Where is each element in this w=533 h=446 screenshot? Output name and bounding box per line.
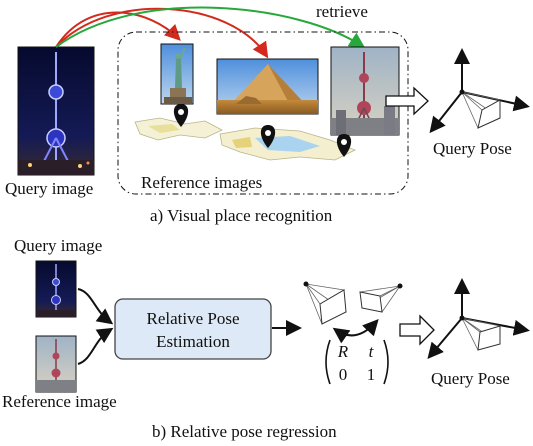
hollow-arrow-a bbox=[385, 86, 429, 116]
query-image-a bbox=[17, 46, 95, 176]
hollow-arrow-b bbox=[399, 314, 435, 346]
location-pin-2-icon bbox=[260, 125, 276, 148]
location-pin-3-icon bbox=[336, 134, 352, 157]
relative-transform-arrow bbox=[332, 319, 379, 344]
query-pose-label-b: Query Pose bbox=[431, 369, 510, 388]
reference-images-label: Reference images bbox=[141, 173, 262, 192]
query-pose-axes-b bbox=[427, 278, 530, 360]
retrieve-label: retrieve bbox=[316, 2, 368, 21]
reference-image-label-b: Reference image bbox=[2, 392, 117, 411]
matrix-r12: t bbox=[369, 342, 375, 361]
estimation-box-line2: Estimation bbox=[156, 332, 230, 351]
reference-image-statue bbox=[160, 43, 194, 105]
caption-b: b) Relative pose regression bbox=[152, 422, 337, 441]
query-image-label-a: Query image bbox=[5, 179, 93, 198]
matrix-r11: R bbox=[337, 342, 349, 361]
merge-arrow-reference bbox=[77, 327, 114, 365]
retrieve-arrow-green bbox=[55, 6, 366, 49]
query-pose-label-a: Query Pose bbox=[433, 139, 512, 158]
map-fragment-2 bbox=[219, 127, 356, 161]
matrix-r21: 0 bbox=[339, 365, 348, 384]
query-pose-axes-a bbox=[429, 48, 530, 134]
query-image-b bbox=[35, 260, 77, 318]
estimation-box-line1: Relative Pose bbox=[146, 309, 239, 328]
reference-image-b bbox=[35, 335, 77, 393]
pose-matrix: R t 0 1 bbox=[325, 339, 389, 385]
merge-arrow-query bbox=[77, 288, 114, 325]
camera-frustum-left-icon bbox=[303, 281, 347, 325]
reference-images-box bbox=[117, 31, 409, 195]
reference-image-tower-day bbox=[330, 46, 400, 136]
reference-image-pyramid bbox=[216, 58, 319, 115]
query-image-label-b: Query image bbox=[14, 236, 102, 255]
matrix-r22: 1 bbox=[367, 365, 376, 384]
location-pin-1-icon bbox=[173, 104, 189, 127]
map-fragment-1 bbox=[134, 117, 223, 141]
relative-pose-estimation-box bbox=[114, 298, 272, 360]
camera-frustum-right-icon bbox=[359, 283, 403, 313]
caption-a: a) Visual place recognition bbox=[150, 206, 333, 225]
